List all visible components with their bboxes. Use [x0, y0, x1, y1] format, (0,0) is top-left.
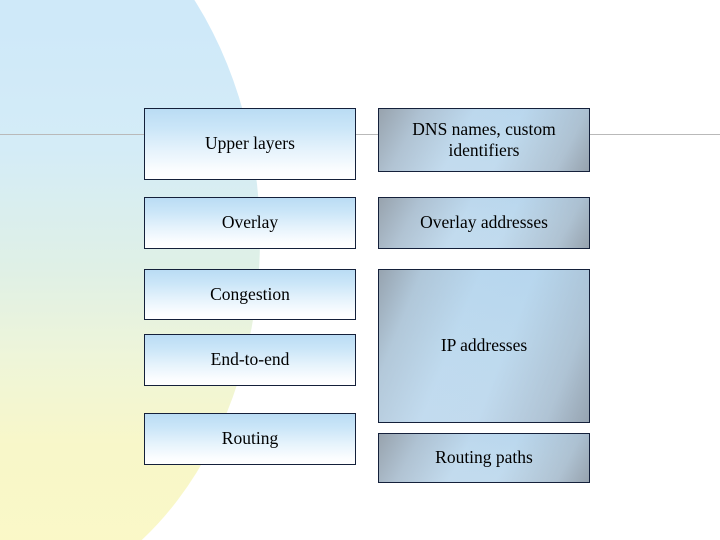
- layer-box-end-to-end: End-to-end: [144, 334, 356, 386]
- layer-box-overlay: Overlay: [144, 197, 356, 249]
- identifier-box-label: IP addresses: [440, 335, 528, 356]
- identifier-box-label: DNS names, custom identifiers: [412, 118, 556, 160]
- layer-box-label: Routing: [221, 428, 279, 449]
- layer-box-label: Upper layers: [205, 133, 295, 154]
- identifier-box-label: Routing paths: [435, 447, 533, 468]
- identifier-box-label: Overlay addresses: [420, 212, 548, 233]
- layer-box-congestion: Congestion: [144, 269, 356, 320]
- layer-box-routing: Routing: [144, 413, 356, 465]
- horizontal-divider-rule: [0, 134, 720, 135]
- layer-box-upper-layers: Upper layers: [144, 108, 356, 180]
- identifier-box-ip-addresses: IP addresses: [378, 269, 590, 423]
- identifier-box-dns-names: DNS names, custom identifiers: [378, 108, 590, 172]
- background-swoosh-curve: [5, 0, 720, 479]
- identifier-box-overlay-addresses: Overlay addresses: [378, 197, 590, 249]
- layer-box-label: Overlay: [221, 212, 279, 233]
- identifier-box-routing-paths: Routing paths: [378, 433, 590, 483]
- layer-box-label: End-to-end: [210, 349, 290, 370]
- layer-box-label: Congestion: [210, 283, 290, 304]
